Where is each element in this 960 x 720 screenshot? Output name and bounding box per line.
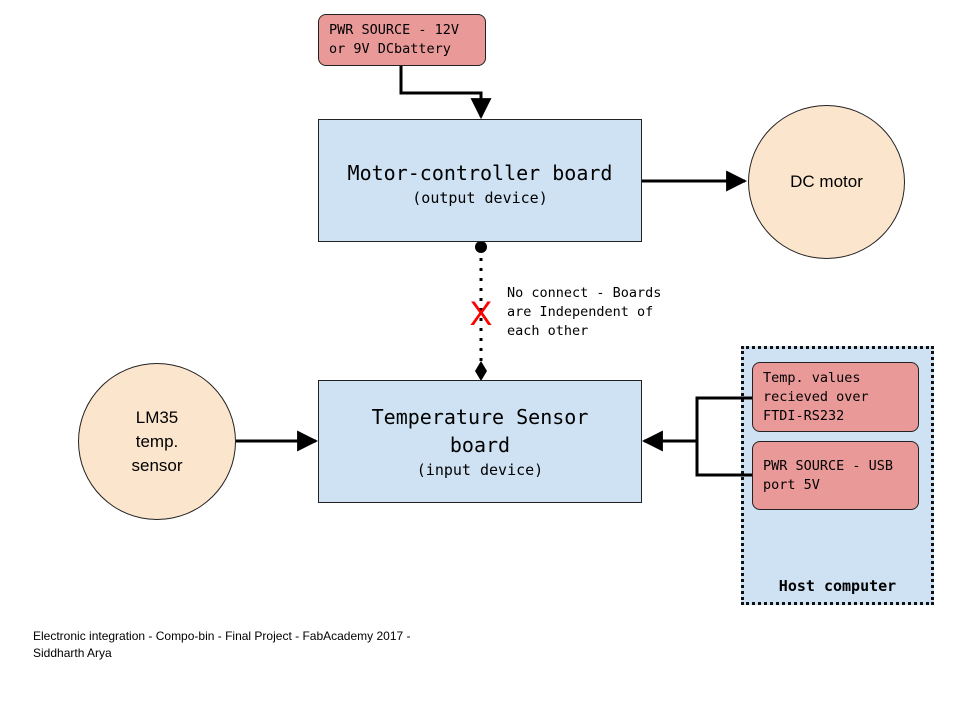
dc-motor-label: DC motor: [790, 172, 863, 191]
power-source-battery-label: PWR SOURCE - 12V or 9V DCbattery: [329, 22, 460, 57]
lm35-sensor-node: LM35 temp. sensor: [78, 363, 236, 520]
temperature-sensor-board-subtitle: (input device): [416, 460, 544, 479]
temp-values-ftdi-label: Temp. values recieved over FTDI-RS232: [763, 369, 869, 424]
power-source-usb-node: PWR SOURCE - USB port 5V: [752, 441, 919, 510]
temperature-sensor-board-title-line1: Temperature Sensor: [371, 404, 589, 429]
diagram-caption: Electronic integration - Compo-bin - Fin…: [33, 629, 411, 660]
lm35-label-line3: sensor: [131, 455, 183, 475]
temp-values-ftdi-node: Temp. values recieved over FTDI-RS232: [752, 362, 919, 432]
no-connect-end-diamond: [475, 361, 487, 381]
edge-battery-to-motor-board: [399, 66, 492, 120]
motor-controller-board-node: Motor-controller board (output device): [318, 119, 642, 242]
power-source-battery-node: PWR SOURCE - 12V or 9V DCbattery: [318, 14, 486, 66]
no-connect-note: No connect - Boards are Independent of e…: [507, 285, 662, 339]
temperature-sensor-board-title-line2: board: [449, 432, 511, 457]
temperature-sensor-board-node: Temperature Sensor board (input device): [318, 380, 642, 503]
no-connect-start-dot: [475, 241, 487, 253]
dc-motor-node: DC motor: [748, 105, 905, 259]
no-connect-x-mark: X: [469, 295, 493, 333]
lm35-label-line2: temp.: [135, 431, 179, 451]
edge-host-bracket: [695, 396, 752, 477]
motor-controller-board-subtitle: (output device): [412, 188, 548, 207]
host-computer-label: Host computer: [778, 577, 897, 595]
lm35-label-line1: LM35: [135, 407, 179, 427]
power-source-usb-label: PWR SOURCE - USB port 5V: [763, 457, 894, 493]
motor-controller-board-title: Motor-controller board: [347, 160, 613, 185]
